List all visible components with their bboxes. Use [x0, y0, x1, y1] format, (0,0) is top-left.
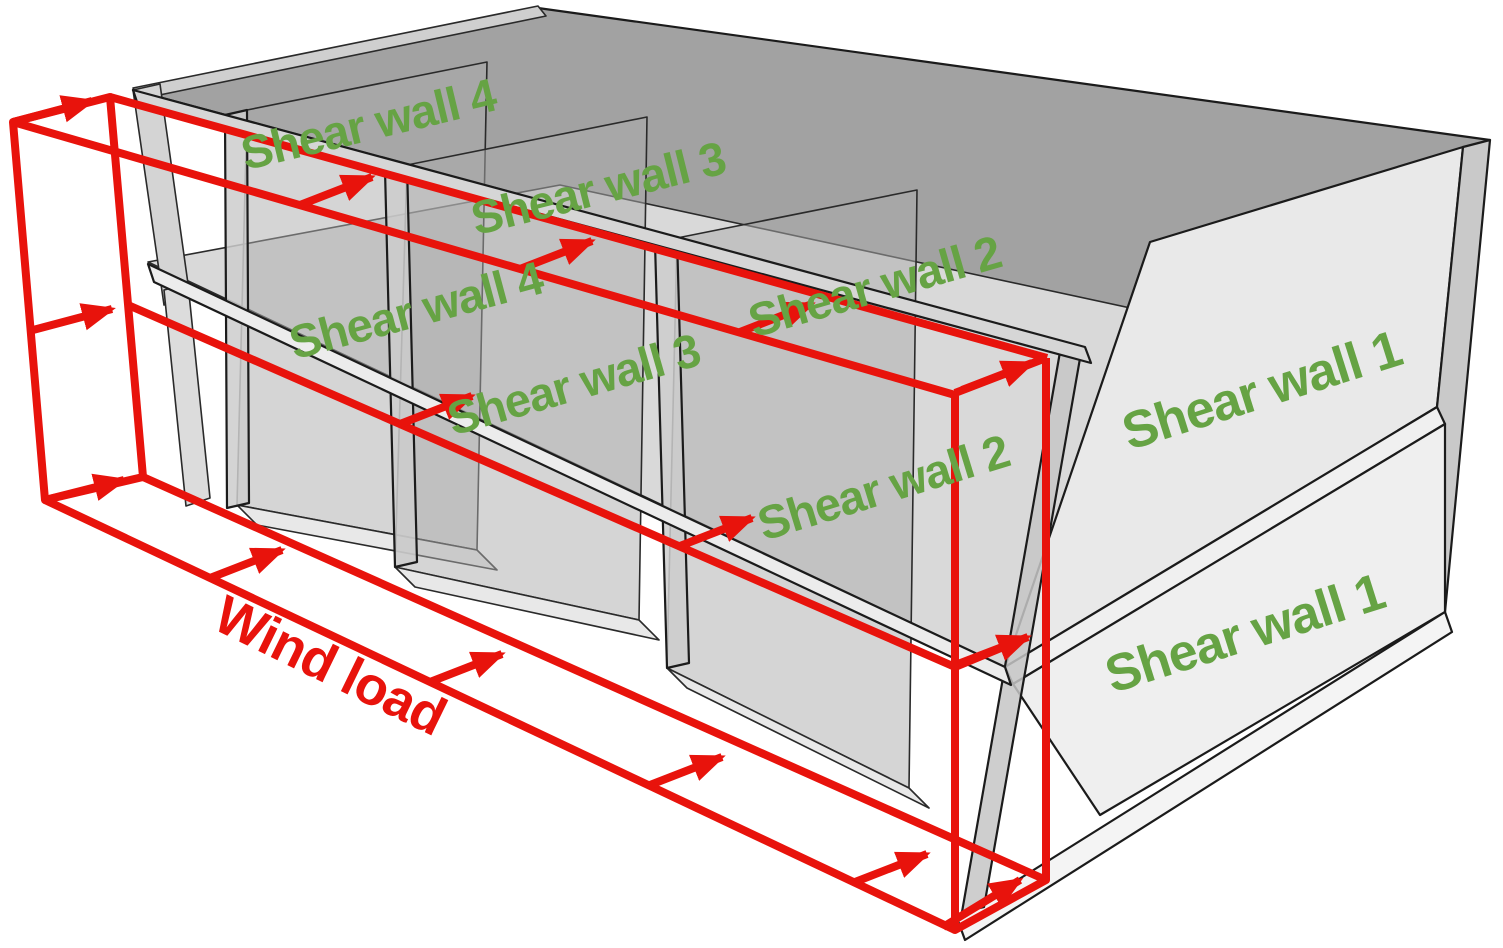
building-structure [131, 5, 1492, 942]
wind-arrow-left-top [11, 95, 96, 126]
ground-slab-front-band [955, 610, 1454, 942]
wind-arrow-mid-1 [398, 392, 476, 428]
wind-arrow-roof-end [960, 359, 1036, 394]
wind-arrow-left-mid [31, 303, 116, 334]
wind-arrow-mid-2 [678, 514, 756, 550]
wind-prism-bottom-front-edge [43, 496, 957, 934]
wind-arrow-roof-3 [738, 300, 816, 336]
wind-prism-top-front-edge [11, 118, 957, 399]
wind-prism-mid-edge [126, 301, 957, 671]
wind-prism-top-back-edge [108, 93, 1049, 362]
wind-arrow-ground-1 [208, 546, 286, 582]
wind-arrow-ground-3 [648, 753, 726, 789]
left-end-lower-edge [163, 283, 211, 507]
shear-wall-3-bottom-edge [394, 566, 660, 641]
shear-wall-2-bottom-edge [666, 667, 930, 809]
wind-arrow-ground-4 [853, 850, 931, 886]
wind-load-label: Wind load [205, 584, 455, 747]
wind-arrow-ground-end [940, 876, 1024, 931]
wind-arrow-mid-end [956, 633, 1032, 668]
wind-arrow-roof-1 [298, 173, 376, 209]
wind-arrow-roof-2 [518, 237, 596, 273]
wind-arrow-left-bottom [44, 473, 128, 504]
roof-front-band [131, 88, 1093, 365]
wind-arrow-ground-2 [428, 650, 506, 686]
wind-prism-bottom-back-edge [141, 473, 1048, 884]
